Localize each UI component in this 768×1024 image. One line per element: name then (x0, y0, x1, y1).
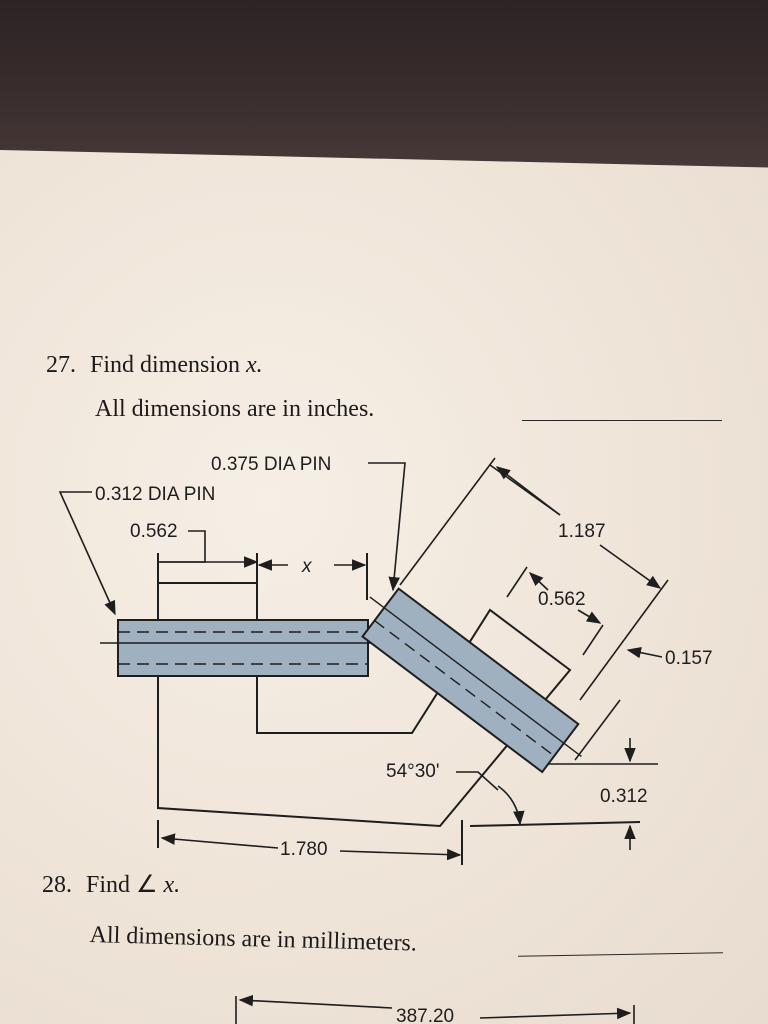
problem-28-heading: 28. Find ∠ x. (42, 870, 180, 899)
dim-0562-left: 0.562 (130, 521, 178, 542)
problem-28-variable: x. (163, 872, 181, 898)
problem-27-variable: x. (246, 352, 263, 378)
dim-0562-right: 0.562 (538, 589, 586, 610)
leader-0312-pin (58, 491, 116, 616)
problem-27-answer-line[interactable] (522, 420, 722, 421)
angled-pin (361, 587, 582, 774)
problem-27-heading: 27. Find dimension x. (46, 352, 263, 379)
textbook-page (0, 150, 768, 1024)
angle-label: 54°30' (386, 761, 440, 782)
problem-27-number: 27. (46, 352, 76, 378)
horizontal-pin (100, 619, 390, 677)
dim-0157: 0.157 (665, 648, 713, 669)
dim-x: x (301, 556, 313, 577)
problem-27-units-note: All dimensions are in inches. (95, 396, 375, 422)
problem-27-title: Find dimension (90, 352, 241, 378)
problem-28-title: Find ∠ (86, 872, 158, 898)
label-0375-pin: 0.375 DIA PIN (211, 454, 331, 475)
leader-0375-pin (368, 462, 406, 592)
dim-38720: 387.20 (396, 1006, 454, 1024)
problem-28-number: 28. (42, 872, 72, 898)
dim-1187: 1.187 (558, 521, 606, 542)
label-0312-pin: 0.312 DIA PIN (95, 484, 215, 505)
dim-0312: 0.312 (600, 786, 648, 807)
dim-1780: 1.780 (280, 839, 328, 860)
